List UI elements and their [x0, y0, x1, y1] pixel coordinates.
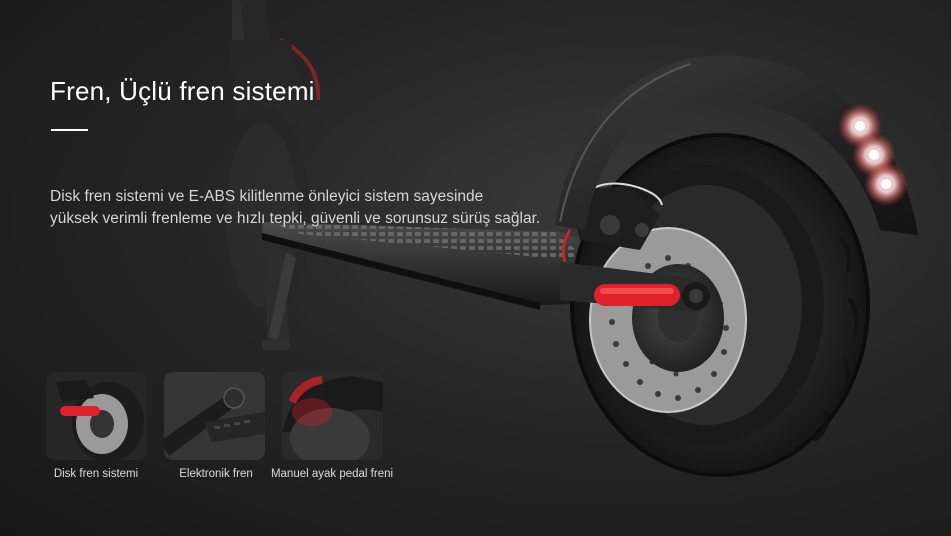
description-line: Disk fren sistemi ve E-ABS kilitlenme ön…	[50, 187, 484, 205]
hero-description: Disk fren sistemi ve E-ABS kilitlenme ön…	[50, 186, 570, 230]
description-line: yüksek verimli frenleme ve hızlı tepki, …	[50, 209, 541, 227]
title-underline	[51, 129, 88, 131]
feature-label: Elektronik fren	[179, 468, 253, 480]
page-title: Fren, Üçlü fren sistemi	[50, 76, 315, 106]
feature-label: Manuel ayak pedal freni	[270, 468, 394, 480]
feature-thumbnail-disc-brake	[46, 372, 147, 460]
feature-thumbnail-electronic-brake	[164, 372, 265, 460]
feature-label: Disk fren sistemi	[53, 468, 139, 480]
feature-thumbnail-foot-brake	[282, 372, 383, 460]
